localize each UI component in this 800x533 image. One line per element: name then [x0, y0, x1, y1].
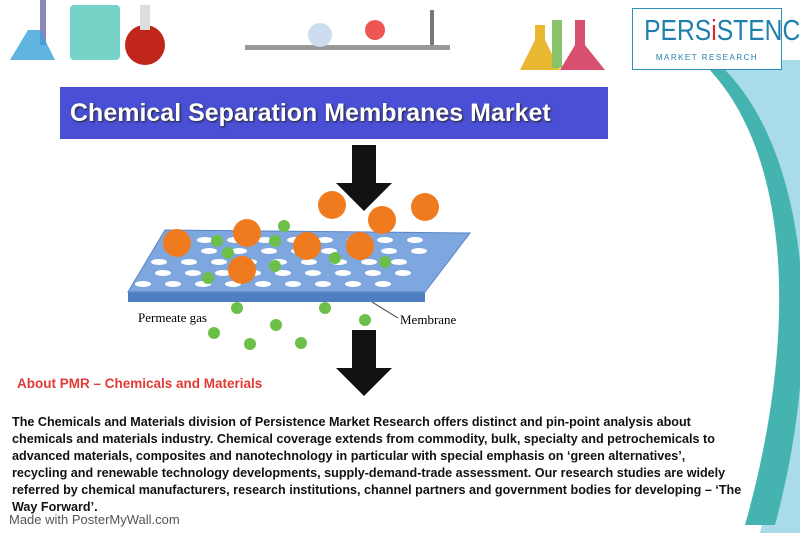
membrane-pore: [215, 270, 231, 276]
membrane-pore: [335, 270, 351, 276]
membrane-pore: [275, 270, 291, 276]
membrane-pore: [211, 259, 227, 265]
membrane-label: Membrane: [400, 312, 457, 327]
permeate-molecule: [244, 338, 256, 350]
permeate-molecule: [329, 252, 341, 264]
large-molecule: [368, 206, 396, 234]
footer-credit[interactable]: Made with PosterMyWall.com: [9, 512, 180, 527]
large-molecule: [233, 219, 261, 247]
arrow-down-icon: [336, 145, 392, 211]
membrane-pore: [181, 259, 197, 265]
membrane-pore: [201, 248, 217, 254]
permeate-molecule: [269, 260, 281, 272]
membrane-pore: [301, 259, 317, 265]
permeate-molecule: [208, 327, 220, 339]
membrane-edge: [128, 292, 425, 302]
membrane-pointer-line: [371, 301, 399, 319]
membrane-pore: [185, 270, 201, 276]
permeate-molecule: [269, 235, 281, 247]
membrane-pore: [315, 281, 331, 287]
permeate-molecule: [211, 235, 223, 247]
permeate-molecule: [278, 220, 290, 232]
membrane-pore: [231, 248, 247, 254]
large-molecule: [228, 256, 256, 284]
permeate-molecule: [359, 314, 371, 326]
about-paragraph: The Chemicals and Materials division of …: [12, 415, 742, 514]
membrane-pore: [155, 270, 171, 276]
membrane-pore: [345, 281, 361, 287]
persistence-logo[interactable]: PERSiSTENCE MARKET RESEARCH: [632, 8, 800, 70]
large-molecule: [411, 193, 439, 221]
arrow-down-icon: [336, 330, 392, 396]
large-molecule: [318, 191, 346, 219]
membrane-pore: [285, 281, 301, 287]
permeate-gas-label: Permeate gas: [138, 310, 207, 325]
permeate-molecule: [222, 247, 234, 259]
permeate-molecule: [202, 272, 214, 284]
lab-flasks-right-image: [520, 20, 605, 70]
lab-equipment-center-image: [245, 10, 450, 50]
permeate-molecule: [319, 302, 331, 314]
membrane-pore: [381, 248, 397, 254]
membrane-pore: [317, 237, 333, 243]
membrane-pore: [197, 237, 213, 243]
logo-wordmark: PERSiSTENCE: [644, 15, 800, 47]
membrane-pore: [255, 281, 271, 287]
permeate-molecule: [379, 256, 391, 268]
membrane-pore: [395, 270, 411, 276]
membrane-pore: [305, 270, 321, 276]
permeate-molecule: [231, 302, 243, 314]
membrane-pore: [261, 248, 277, 254]
teal-wave: [705, 65, 800, 525]
permeate-molecule: [270, 319, 282, 331]
membrane-pore: [151, 259, 167, 265]
membrane-pore: [135, 281, 151, 287]
membrane-pore: [377, 237, 393, 243]
membrane-pore: [257, 237, 273, 243]
membrane-pore: [365, 270, 381, 276]
membrane-pore: [411, 248, 427, 254]
page-title: Chemical Separation Membranes Market: [60, 87, 608, 139]
membrane-pore: [375, 281, 391, 287]
large-molecule: [293, 232, 321, 260]
logo-tagline: MARKET RESEARCH: [655, 53, 759, 62]
membrane-pore: [391, 259, 407, 265]
membrane-pore: [361, 259, 377, 265]
large-molecule: [346, 232, 374, 260]
membrane-pore: [165, 281, 181, 287]
lab-flasks-left-image: [10, 0, 165, 65]
permeate-molecule: [295, 337, 307, 349]
membrane-pore: [407, 237, 423, 243]
about-heading: About PMR – Chemicals and Materials: [17, 376, 263, 391]
large-molecule: [163, 229, 191, 257]
